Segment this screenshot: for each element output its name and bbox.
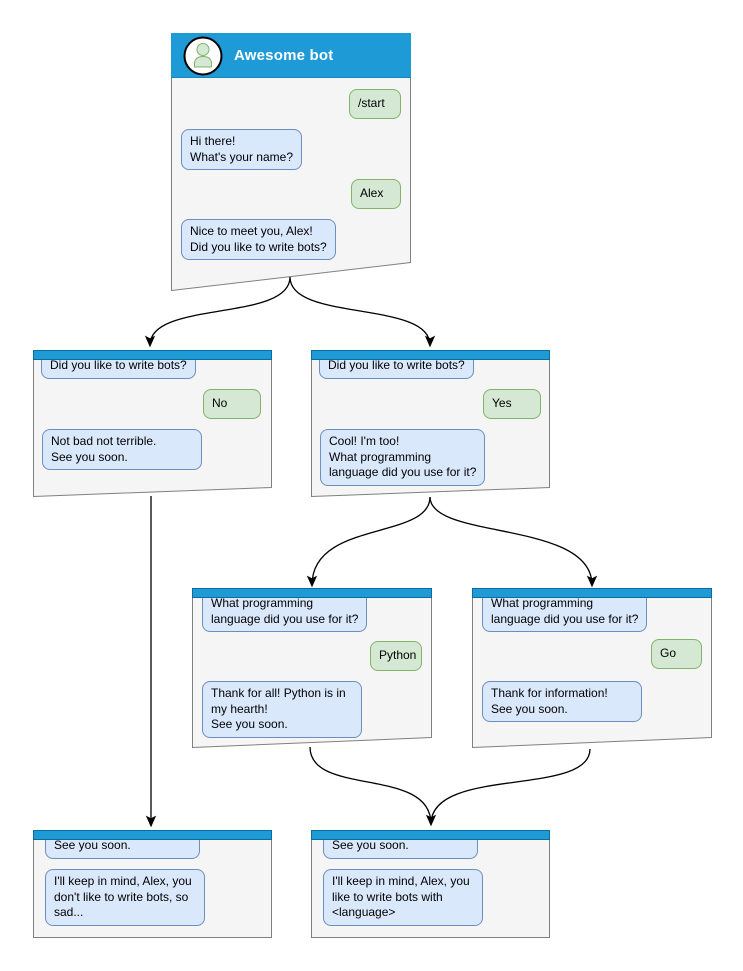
person-icon xyxy=(194,43,212,68)
window-titlebar xyxy=(311,350,550,360)
arrow-go-to-end xyxy=(430,748,591,825)
window-titlebar xyxy=(33,350,272,360)
bot-message-bubble: I'll keep in mind, Alex, you don't like … xyxy=(45,869,205,926)
window-titlebar xyxy=(192,588,432,598)
window-title: Awesome bot xyxy=(234,47,334,64)
chat-window-end-yes: See you soon. I'll keep in mind, Alex, y… xyxy=(311,830,550,938)
user-message-bubble: Python xyxy=(370,641,422,671)
chat-window-branch-go: What programming language did you use fo… xyxy=(472,588,712,748)
bot-message-bubble: Cool! I'm too! What programming language… xyxy=(320,429,486,486)
window-titlebar: Awesome bot xyxy=(171,33,411,78)
window-titlebar xyxy=(33,830,272,840)
chat-window-end-no: See you soon. I'll keep in mind, Alex, y… xyxy=(33,830,272,938)
arrow-python-to-end xyxy=(309,746,437,827)
user-message-bubble: Go xyxy=(651,639,702,669)
user-message-bubble: /start xyxy=(349,89,401,119)
bot-message-bubble: I'll keep in mind, Alex, you like to wri… xyxy=(323,869,483,926)
arrow-yes-to-python xyxy=(306,496,431,588)
window-titlebar xyxy=(472,588,712,598)
user-message-bubble: No xyxy=(203,389,261,419)
bot-avatar xyxy=(183,36,223,76)
bot-message-bubble: Hi there! What's your name? xyxy=(181,129,303,171)
chat-window-branch-yes: Did you like to write bots? Yes Cool! I'… xyxy=(311,350,550,497)
arrow-yes-to-go xyxy=(429,496,598,588)
window-titlebar xyxy=(311,830,550,840)
chat-window-branch-no: Did you like to write bots? No Not bad n… xyxy=(33,350,272,497)
chat-window-main: Awesome bot /start Hi there! What's your… xyxy=(171,33,411,291)
user-message-bubble: Yes xyxy=(483,389,541,419)
bot-message-bubble: Not bad not terrible. See you soon. xyxy=(42,429,202,471)
bot-message-bubble: Thank for information! See you soon. xyxy=(482,681,642,723)
bot-message-bubble: Thank for all! Python is in my hearth! S… xyxy=(202,681,362,738)
bot-message-bubble: Nice to meet you, Alex! Did you like to … xyxy=(181,219,336,261)
chat-window-branch-python: What programming language did you use fo… xyxy=(192,588,432,748)
user-message-bubble: Alex xyxy=(351,179,401,209)
